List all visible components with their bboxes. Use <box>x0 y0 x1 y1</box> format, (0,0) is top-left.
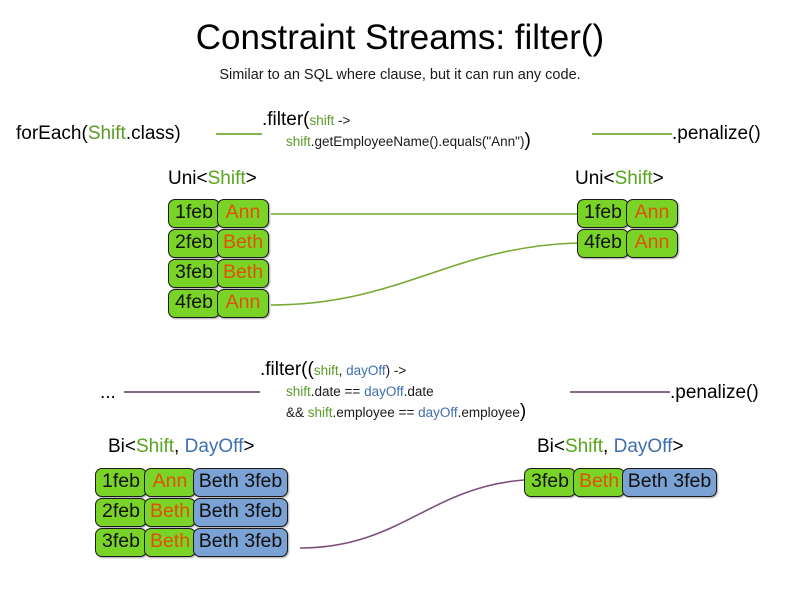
uni-input-type-generic: Shift <box>207 168 246 189</box>
fact-cell-employee: Ann <box>626 199 678 228</box>
bi-output-type-generic-2: DayOff <box>613 436 673 457</box>
bi-penalize-expression: .penalize() <box>670 382 759 403</box>
bi-filter-arrow: ) -> <box>385 363 407 378</box>
uni-filter-head-line: .filter(shift -> <box>262 108 531 131</box>
bi-filter-param-2: dayOff <box>346 363 386 378</box>
fact-cell-date: 2feb <box>95 498 147 527</box>
foreach-type-token: Shift <box>87 123 126 144</box>
foreach-expression: forEach(Shift.class) <box>16 122 181 146</box>
fact-cell-employee: Beth <box>217 229 269 258</box>
uni-filter-expression: .filter(shift -> shift.getEmployeeName()… <box>262 108 531 152</box>
fact-cell-dayoff: Beth 3feb <box>193 528 288 557</box>
uni-filter-arrow: -> <box>334 113 351 128</box>
uni-input-type-prefix: Uni< <box>168 168 208 189</box>
fact-cell-date: 3feb <box>524 468 576 497</box>
bi-filter-condition-line-2: && shift.employee == dayOff.employee) <box>286 402 526 423</box>
fact-cell-employee: Beth <box>573 468 625 497</box>
bi-output-type-prefix: Bi< <box>537 436 565 457</box>
bi-filter-head-line: .filter((shift, dayOff) -> <box>260 358 526 381</box>
fact-cell-date: 1feb <box>577 199 629 228</box>
fact-cell-employee: Ann <box>217 199 269 228</box>
slide-subtitle: Similar to an SQL where clause, but it c… <box>219 67 581 83</box>
uni-input-type-suffix: > <box>245 168 257 189</box>
uni-output-type-label: Uni<Shift> <box>575 168 664 190</box>
code-token: .date == <box>310 384 365 399</box>
wire-bi-3feb <box>299 479 525 549</box>
code-token: shift <box>286 384 311 399</box>
code-token: shift <box>307 405 333 420</box>
uni-filter-param: shift <box>309 113 335 128</box>
code-token: .employee == <box>332 405 419 420</box>
slide-title: Constraint Streams: filter() <box>195 18 605 57</box>
fact-cell-employee: Ann <box>626 229 678 258</box>
uni-filter-body-line: shift.getEmployeeName().equals("Ann")) <box>286 131 531 152</box>
fact-cell-employee: Beth <box>144 528 196 557</box>
fact-cell-employee: Ann <box>217 289 269 318</box>
uni-penalize-expression: .penalize() <box>672 123 761 144</box>
bi-input-type-sep: , <box>174 436 185 457</box>
fact-cell-employee: Beth <box>144 498 196 527</box>
fact-cell-employee: Ann <box>144 468 196 497</box>
bi-input-type-label: Bi<Shift, DayOff> <box>108 436 254 458</box>
code-token: .employee <box>457 405 520 420</box>
fact-cell-dayoff: Beth 3feb <box>193 468 288 497</box>
foreach-suffix: .class) <box>125 123 181 144</box>
fact-cell-date: 1feb <box>95 468 147 497</box>
fact-cell-dayoff: Beth 3feb <box>622 468 717 497</box>
wire-uni-4feb <box>270 242 578 306</box>
bi-input-type-suffix: > <box>243 436 255 457</box>
fact-cell-date: 4feb <box>168 289 220 318</box>
bi-output-type-suffix: > <box>672 436 684 457</box>
code-token: dayOff <box>418 405 458 420</box>
fact-cell-date: 4feb <box>577 229 629 258</box>
bi-output-type-generic-1: Shift <box>565 436 604 457</box>
bi-filter-param-sep: , <box>338 363 347 378</box>
bi-filter-keyword: .filter(( <box>260 359 314 380</box>
bi-filter-expression: .filter((shift, dayOff) -> shift.date ==… <box>260 358 526 423</box>
uni-filter-body-var: shift <box>286 134 311 149</box>
uni-filter-keyword: .filter( <box>262 109 310 130</box>
code-token: dayOff <box>364 384 404 399</box>
uni-output-type-generic: Shift <box>614 168 653 189</box>
foreach-prefix: forEach( <box>16 123 88 144</box>
fact-cell-employee: Beth <box>217 259 269 288</box>
fact-cell-date: 2feb <box>168 229 220 258</box>
bi-input-type-generic-1: Shift <box>136 436 175 457</box>
fact-cell-date: 3feb <box>168 259 220 288</box>
code-token: && <box>286 405 308 420</box>
uni-output-type-prefix: Uni< <box>575 168 615 189</box>
uni-filter-close-paren: ) <box>524 130 531 151</box>
bi-input-type-generic-2: DayOff <box>184 436 244 457</box>
bi-filter-condition-line-1: shift.date == dayOff.date <box>286 381 526 402</box>
bi-filter-close-paren: ) <box>519 401 527 422</box>
uni-output-type-suffix: > <box>652 168 664 189</box>
bi-filter-param-1: shift <box>313 363 339 378</box>
code-token: .date <box>403 384 434 399</box>
fact-cell-dayoff: Beth 3feb <box>193 498 288 527</box>
uni-filter-body-call: .getEmployeeName().equals("Ann") <box>310 134 525 149</box>
bi-output-type-label: Bi<Shift, DayOff> <box>537 436 683 458</box>
bi-output-type-sep: , <box>603 436 614 457</box>
fact-cell-date: 3feb <box>95 528 147 557</box>
bi-source-ellipsis: ... <box>100 382 116 403</box>
bi-input-type-prefix: Bi< <box>108 436 136 457</box>
fact-cell-date: 1feb <box>168 199 220 228</box>
uni-input-type-label: Uni<Shift> <box>168 168 257 190</box>
